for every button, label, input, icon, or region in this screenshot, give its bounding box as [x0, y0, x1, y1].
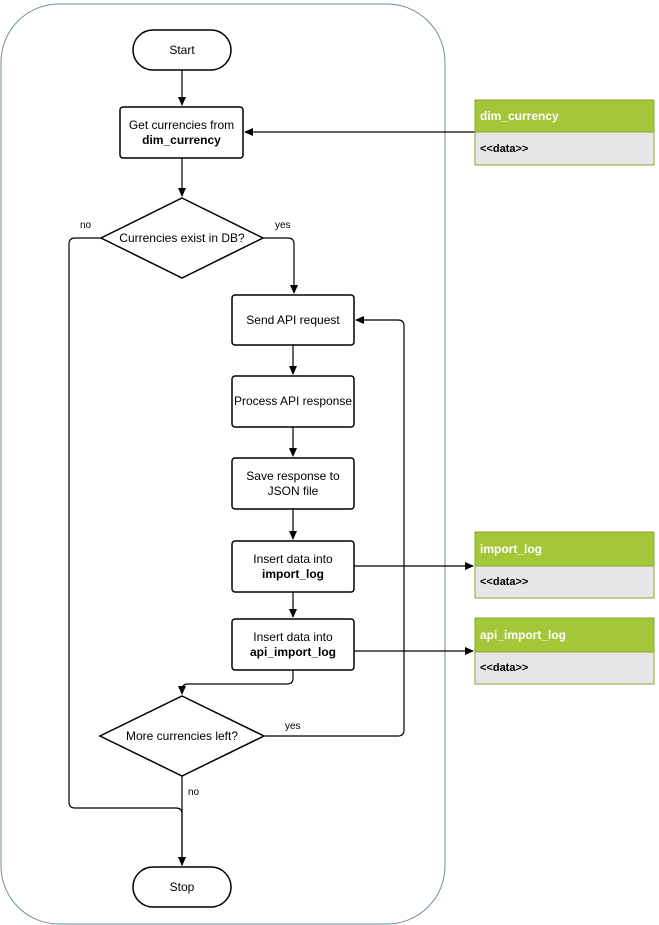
- entity-dim-currency-data: <<data>>: [480, 142, 529, 155]
- currencies-exist-label: Currencies exist in DB?: [119, 230, 245, 245]
- entity-import-log-title: import_log: [480, 542, 542, 556]
- edge-exist-no: [68, 237, 186, 866]
- edge-exist-yes: [263, 237, 298, 294]
- edge-label-more-no: no: [188, 787, 200, 798]
- insert-import-log-label: Insert data into import_log: [232, 541, 354, 592]
- save-json-line1: Save response to: [246, 468, 340, 483]
- entity-import-log-body: [474, 565, 655, 599]
- start-label: Start: [169, 42, 195, 57]
- save-json-label: Save response to JSON file: [232, 458, 354, 509]
- get-currencies-line1: Get currencies from: [128, 117, 235, 132]
- process-api-label: Process API response: [233, 394, 353, 408]
- insert-api-import-log-label: Insert data into api_import_log: [232, 619, 354, 670]
- edge-insert-api-to-more: [178, 670, 294, 695]
- entity-dim-currency-title: dim_currency: [480, 109, 559, 123]
- insert-import-log-line1: Insert data into: [253, 551, 333, 566]
- send-api-label: Send API request: [246, 312, 340, 327]
- stop-terminal[interactable]: [132, 866, 232, 908]
- get-currencies-line2: dim_currency: [142, 132, 221, 147]
- insert-api-import-log-line1: Insert data into: [253, 629, 333, 644]
- edge-label-exist-no: no: [80, 220, 92, 231]
- insert-api-import-log-line2: api_import_log: [249, 644, 336, 659]
- entity-api-import-log-body: [474, 651, 655, 685]
- entity-import-log-header: [474, 531, 655, 567]
- insert-import-log-line2: import_log: [262, 566, 324, 581]
- currencies-exist-decision[interactable]: [99, 197, 265, 279]
- entity-import-log-data: <<data>>: [480, 576, 529, 588]
- save-json-line2: JSON file: [267, 483, 319, 498]
- edge-label-more-yes: yes: [285, 721, 301, 732]
- edge-more-yes: [264, 316, 405, 737]
- entity-dim-currency-body: [474, 131, 655, 166]
- more-currencies-label: More currencies left?: [125, 728, 239, 743]
- entity-api-import-log-header: [474, 617, 655, 653]
- get-currencies-label: Get currencies from dim_currency: [120, 107, 243, 158]
- stop-label: Stop: [169, 879, 195, 894]
- entity-api-import-log-title: api_import_log: [480, 628, 567, 642]
- edge-label-exist-yes: yes: [275, 220, 291, 231]
- entity-api-import-log-data: <<data>>: [480, 662, 529, 674]
